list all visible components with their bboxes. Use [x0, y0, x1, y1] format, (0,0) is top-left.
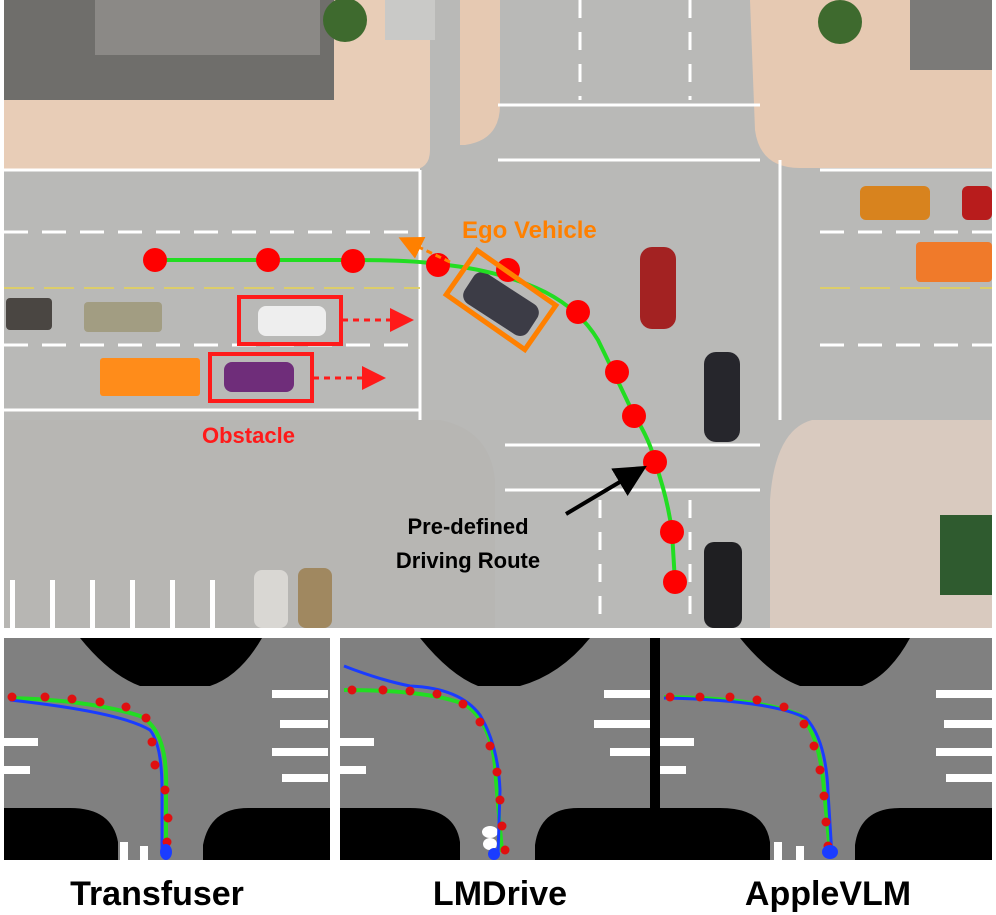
obstacle-box	[237, 295, 343, 346]
tree	[818, 0, 862, 44]
car-red	[962, 186, 992, 220]
building-top-right	[910, 0, 992, 70]
car-orange	[860, 186, 930, 220]
waypoint	[566, 300, 590, 324]
route-pointer-arrow	[564, 465, 647, 516]
waypoint	[143, 248, 167, 272]
truck-orange	[100, 358, 200, 396]
waypoint	[426, 253, 450, 277]
waypoint	[660, 520, 684, 544]
panel-applevlm	[660, 638, 992, 860]
ego-car	[463, 272, 539, 336]
route-label-line2: Driving Route	[396, 548, 540, 573]
waypoint	[643, 450, 667, 474]
panel-transfuser	[4, 638, 330, 860]
waypoint	[605, 360, 629, 384]
sidewalk-bottom-left	[4, 420, 495, 628]
sidewalk-bottom-right	[770, 420, 992, 628]
route-label-line1: Pre-defined	[407, 514, 528, 539]
waypoint	[663, 570, 687, 594]
car	[6, 298, 52, 330]
panel-caption-applevlm: AppleVLM	[745, 875, 911, 913]
waypoint	[256, 248, 280, 272]
sidewalk-top-mid	[460, 0, 500, 145]
aerial-scene: Ego Vehicle Obstacle Pre-defined Driving…	[4, 0, 992, 628]
obstacle-box	[208, 352, 314, 403]
car-red	[640, 247, 676, 329]
car-dark	[704, 542, 742, 628]
ego-heading-arrow	[398, 236, 451, 264]
waypoint	[341, 249, 365, 273]
lane-markings	[4, 0, 992, 628]
car-dark	[704, 352, 740, 442]
grass-patch	[940, 515, 992, 595]
obstacle-label: Obstacle	[202, 423, 295, 448]
panel-lmdrive	[340, 638, 660, 860]
ego-vehicle-label: Ego Vehicle	[462, 217, 597, 244]
truck-orange	[916, 242, 992, 282]
ego-vehicle-box	[442, 246, 560, 354]
waypoint	[622, 404, 646, 428]
car-white	[258, 306, 326, 336]
car-purple	[224, 362, 294, 392]
car	[84, 302, 162, 332]
vehicles	[6, 186, 992, 628]
panel-caption-lmdrive: LMDrive	[433, 875, 567, 913]
tree	[323, 0, 367, 42]
car	[254, 570, 288, 628]
panel-caption-transfuser: Transfuser	[70, 875, 244, 913]
car	[298, 568, 332, 628]
